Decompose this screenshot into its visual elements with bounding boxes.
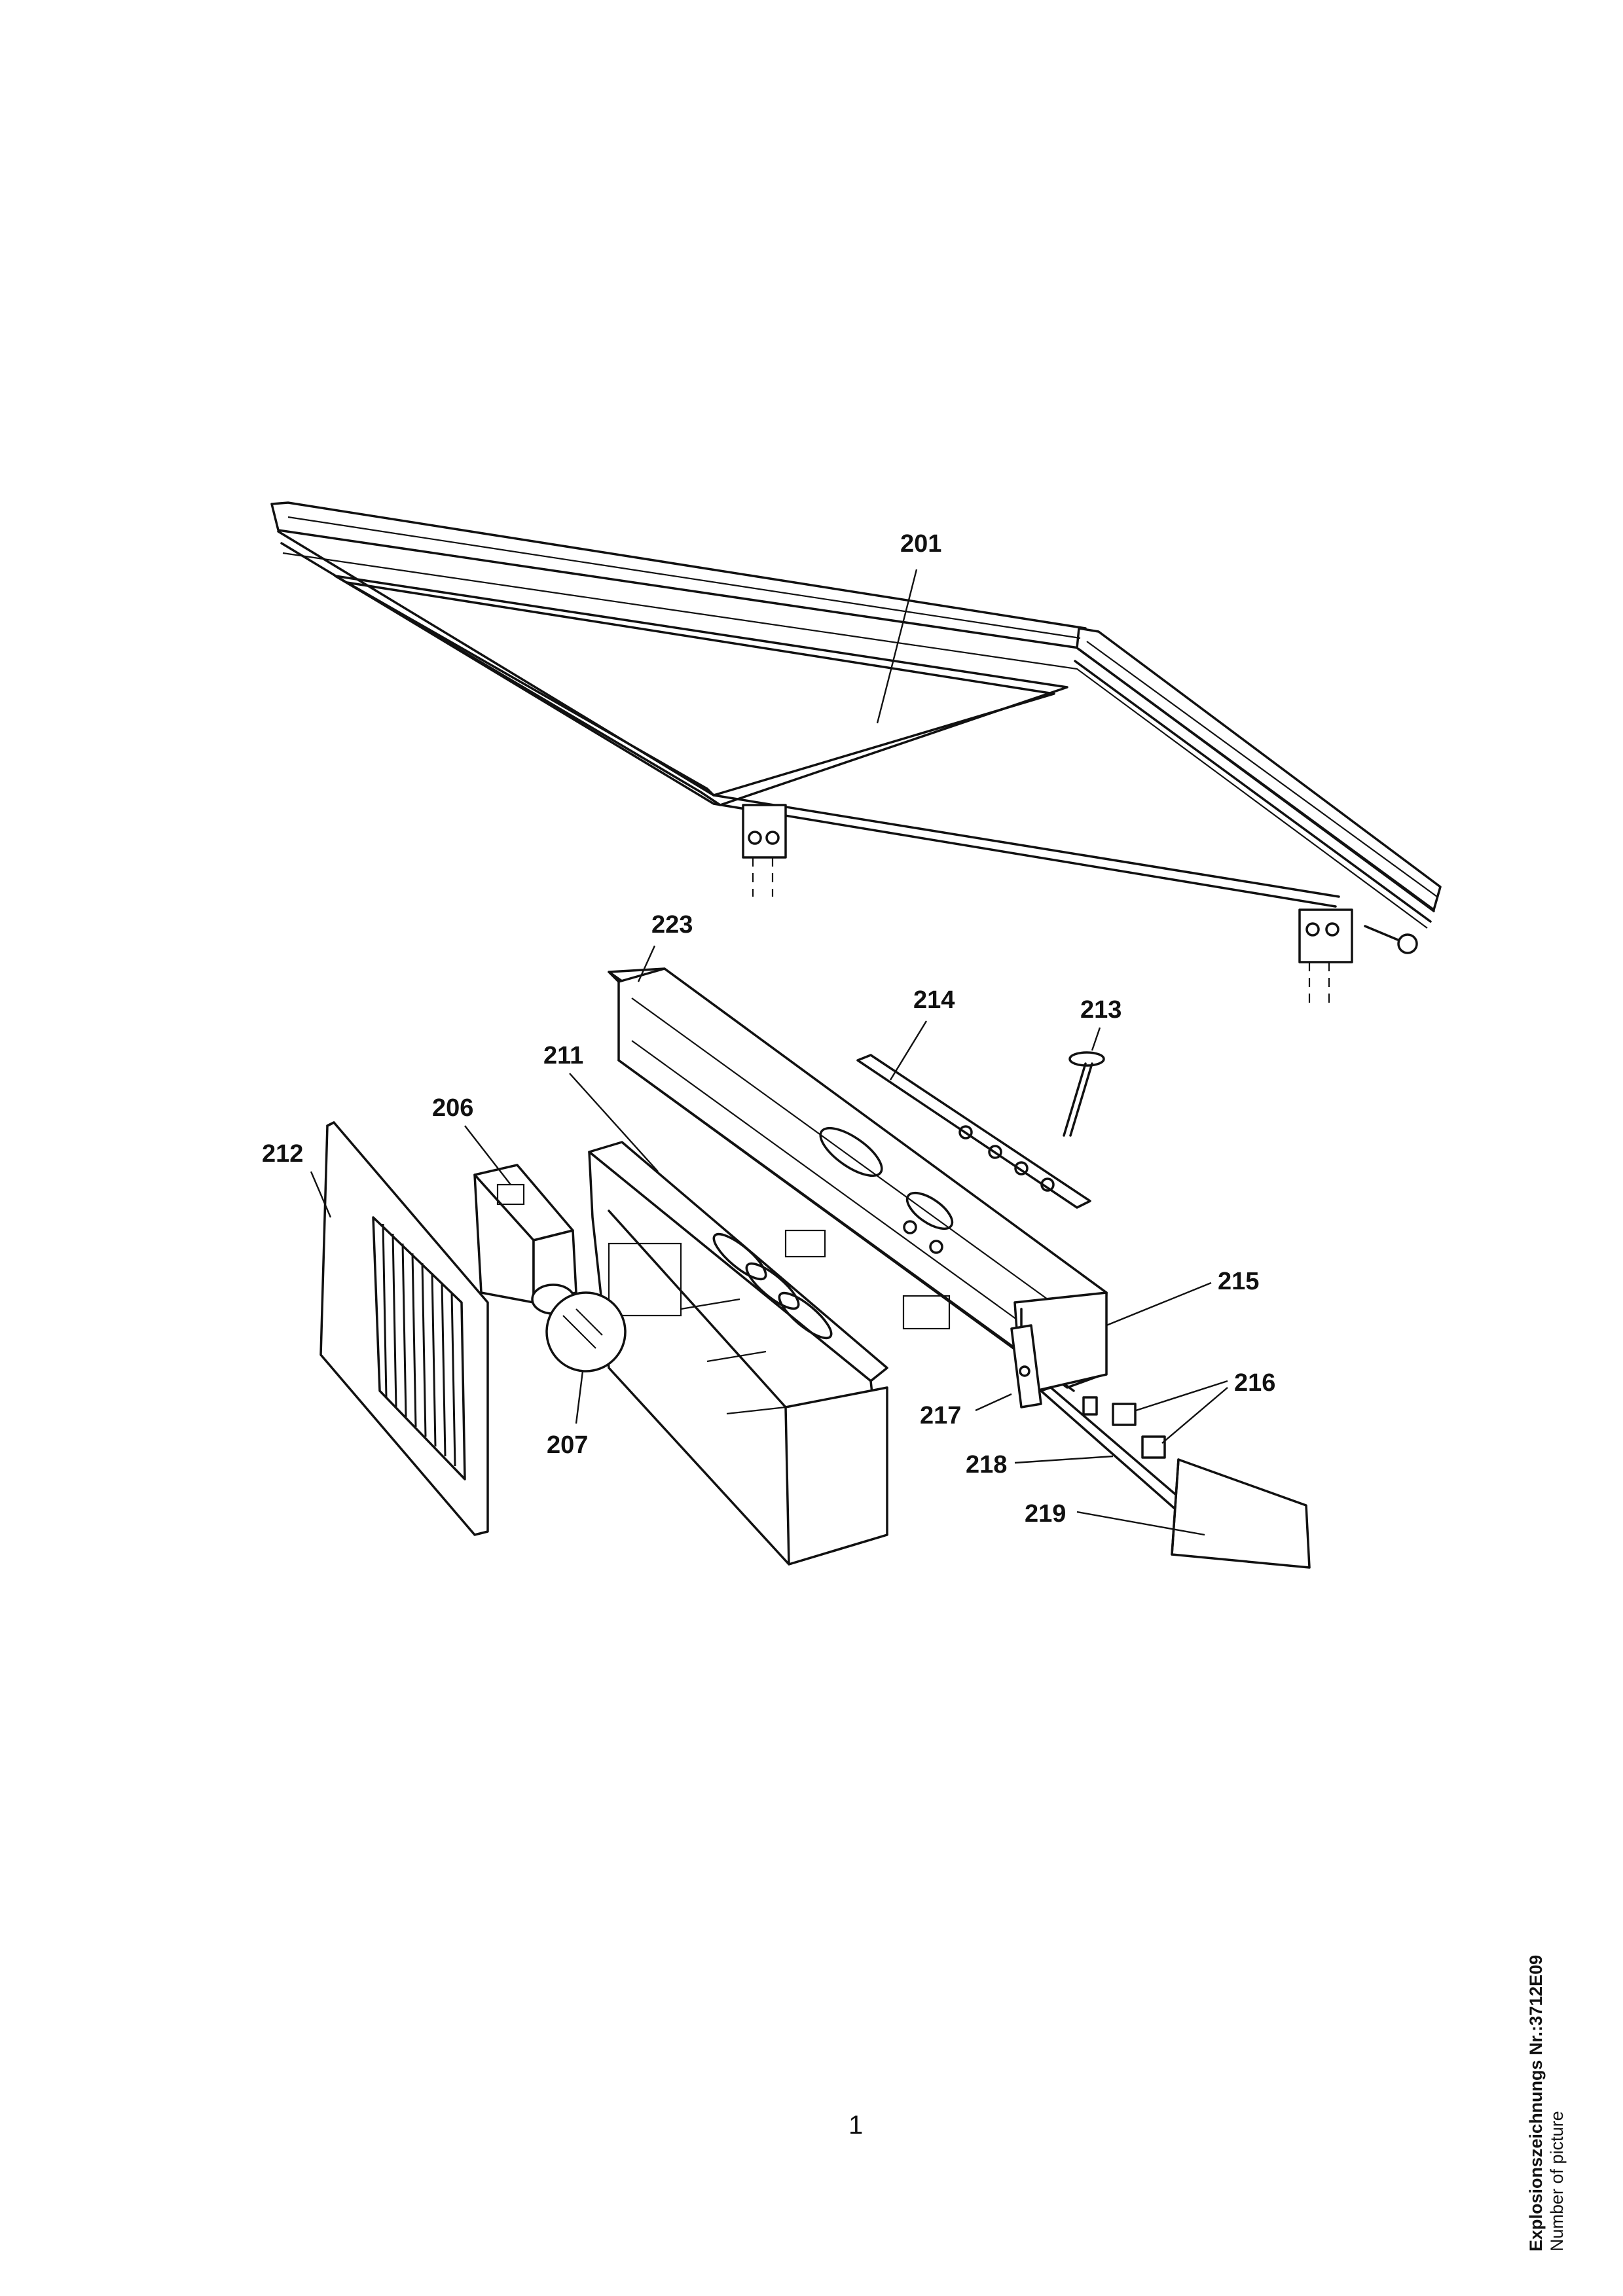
label-212: 212	[262, 1140, 303, 1168]
label-214: 214	[913, 986, 955, 1014]
part-201-lid-frame	[270, 501, 1442, 1005]
part-217-clip	[1010, 1324, 1042, 1408]
label-219: 219	[1025, 1500, 1066, 1528]
part-207-lamp-bulb	[531, 1283, 627, 1372]
label-201: 201	[900, 530, 941, 558]
label-218: 218	[966, 1451, 1007, 1479]
part-216-switches	[1082, 1396, 1166, 1459]
label-207: 207	[547, 1431, 588, 1459]
part-213-knob-shaft	[1063, 1051, 1105, 1137]
picture-caption: Number of picture	[1547, 2111, 1567, 2251]
label-216: 216	[1234, 1369, 1275, 1397]
part-214-panel-foil	[856, 1054, 1091, 1209]
leader-lines	[310, 569, 1228, 1536]
label-211: 211	[543, 1042, 583, 1069]
part-211-lamp-housing	[588, 1141, 888, 1566]
page-number: 1	[848, 2111, 864, 2140]
part-219-end-cap	[1171, 1458, 1311, 1569]
drawing-number: Explosionszeichnungs Nr.:3712E09	[1526, 1954, 1546, 2251]
label-213: 213	[1080, 996, 1122, 1024]
label-215: 215	[1218, 1268, 1259, 1295]
label-223: 223	[651, 911, 693, 939]
part-206-ballast	[473, 1164, 577, 1304]
part-212-grille-cover	[319, 1121, 489, 1536]
label-217: 217	[920, 1402, 961, 1429]
drawing-number-note: Explosionszeichnungs Nr.:3712E09 Number …	[1525, 1955, 1567, 2251]
label-206: 206	[432, 1094, 473, 1122]
